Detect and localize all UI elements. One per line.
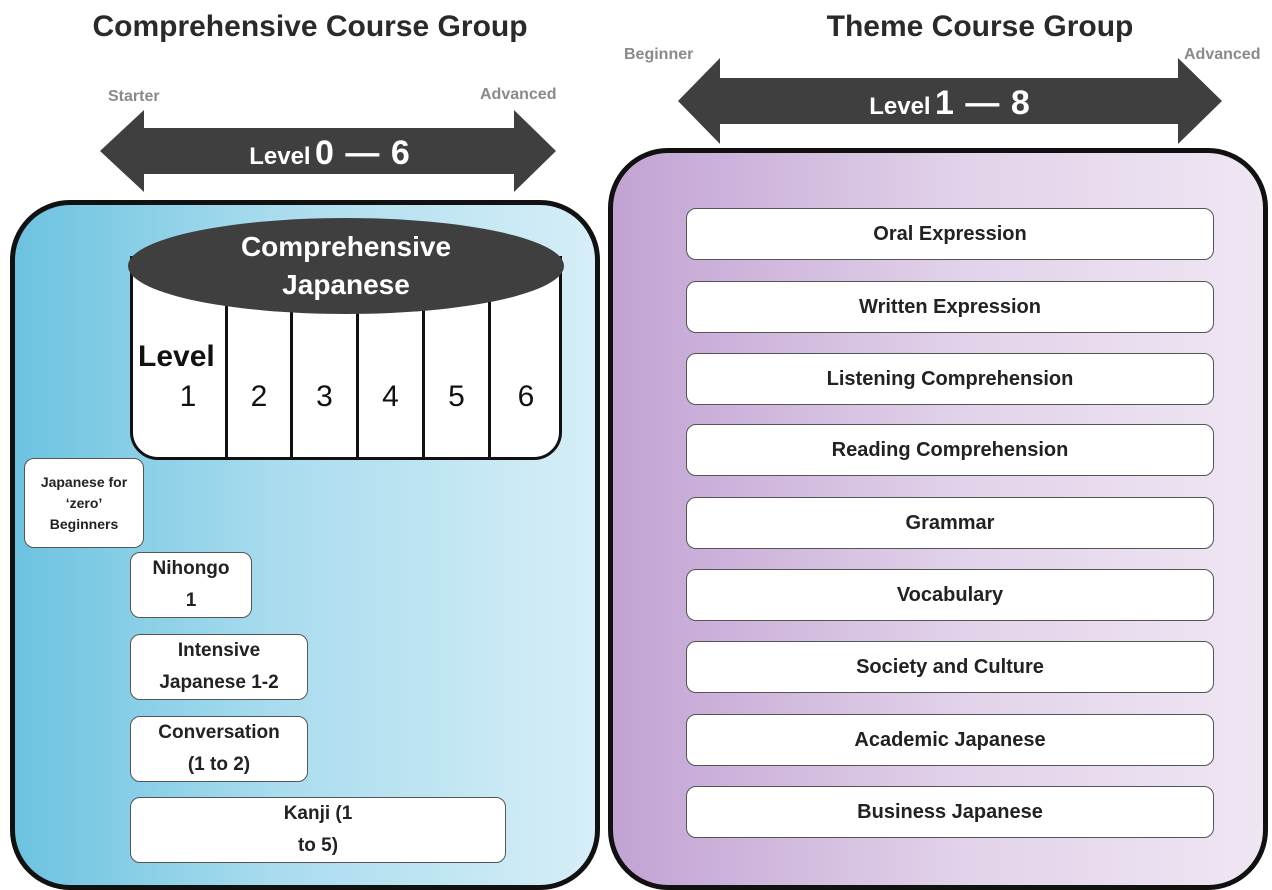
cylinder-level-3: 3 [316, 380, 333, 413]
course-box-society-culture: Society and Culture [686, 641, 1214, 693]
starter-label: Starter [108, 88, 160, 105]
course-box-written-expression: Written Expression [686, 281, 1214, 333]
left-level-range: Level 0 — 6 [200, 134, 460, 173]
course-box-kanji: Kanji (1 to 5) [130, 797, 506, 863]
right-level-arrow [678, 58, 1222, 144]
cylinder-top [128, 218, 564, 314]
right-advanced-label: Advanced [1184, 46, 1261, 63]
cylinder-level-word: Level [138, 340, 215, 373]
course-box-vocabulary: Vocabulary [686, 569, 1214, 621]
beginner-label: Beginner [624, 46, 694, 63]
right-level-numbers: 1 — 8 [935, 84, 1031, 122]
course-box-oral-expression: Oral Expression [686, 208, 1214, 260]
theme-group-title: Theme Course Group [826, 10, 1134, 43]
cylinder-title: Comprehensive Japanese [240, 231, 452, 300]
left-level-word: Level [249, 143, 311, 170]
course-box-grammar: Grammar [686, 497, 1214, 549]
course-box-conversation: Conversation (1 to 2) [130, 716, 308, 782]
cylinder-level-6: 6 [517, 380, 535, 413]
cylinder-divider [225, 282, 228, 460]
course-box-zero-beginners: Japanese for ‘zero’ Beginners [24, 458, 144, 548]
cylinder-divider [290, 292, 293, 460]
right-level-range: Level 1 — 8 [820, 84, 1080, 123]
left-advanced-label: Advanced [480, 86, 557, 103]
cylinder-divider [488, 282, 491, 460]
cylinder-divider [422, 292, 425, 460]
course-box-intensive: Intensive Japanese 1-2 [130, 634, 308, 700]
cylinder-level-2: 2 [250, 380, 268, 413]
left-level-arrow [100, 110, 556, 192]
cylinder-level-4: 4 [382, 380, 399, 413]
course-box-nihongo: Nihongo 1 [130, 552, 252, 618]
comprehensive-japanese-cylinder: Comprehensive Japanese Level 1 2 3 4 5 6 [128, 218, 564, 462]
course-box-listening: Listening Comprehension [686, 353, 1214, 405]
course-box-academic: Academic Japanese [686, 714, 1214, 766]
left-level-numbers: 0 — 6 [315, 134, 411, 172]
cylinder-level-5: 5 [448, 380, 465, 413]
cylinder-level-1: 1 [179, 380, 197, 413]
right-level-word: Level [869, 93, 931, 120]
course-box-business: Business Japanese [686, 786, 1214, 838]
course-box-reading: Reading Comprehension [686, 424, 1214, 476]
cylinder-divider [356, 294, 359, 460]
comprehensive-group-title: Comprehensive Course Group [92, 10, 528, 43]
